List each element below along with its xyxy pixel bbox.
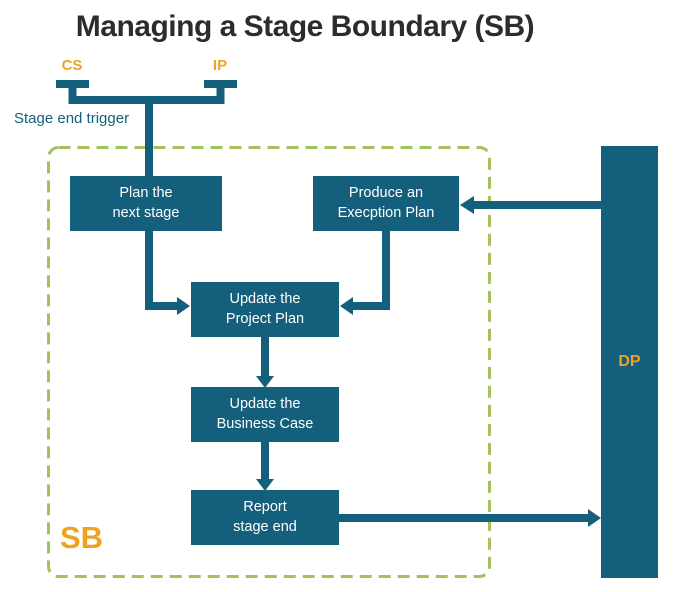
- dp-bar: DP: [601, 146, 658, 578]
- arrowhead-left-icon: [460, 196, 474, 214]
- arrow-report-to-dp: [339, 509, 601, 527]
- node-text-line: Update the: [229, 396, 301, 413]
- dp-label: DP: [618, 353, 641, 370]
- node-text-line: Project Plan: [225, 310, 305, 327]
- arrowhead-right-icon: [588, 509, 601, 527]
- label-ip: IP: [212, 57, 228, 74]
- node-update-business-case: Update the Business Case: [191, 387, 339, 442]
- arrow-project-plan-to-business-case: [256, 337, 274, 388]
- node-report-stage-end: Report stage end: [191, 490, 339, 545]
- node-text-line: next stage: [112, 204, 180, 221]
- arrow-business-case-to-report: [256, 442, 274, 491]
- label-cs: CS: [61, 57, 83, 74]
- node-text-line: Report: [243, 499, 287, 516]
- node-produce-exception-plan: Produce an Execption Plan: [313, 176, 459, 231]
- sb-boundary-dashed-border: [47, 146, 491, 578]
- node-text-line: Execption Plan: [337, 204, 435, 221]
- node-text-line: Plan the: [119, 185, 173, 202]
- arrowhead-down-icon: [256, 376, 274, 388]
- sb-boundary-label: SB: [60, 520, 104, 555]
- page-title: Managing a Stage Boundary (SB): [75, 10, 535, 43]
- bracket-connector: [68, 84, 225, 104]
- node-plan-next-stage: Plan the next stage: [70, 176, 222, 231]
- node-text-line: stage end: [233, 518, 297, 535]
- arrowhead-left-icon: [340, 297, 353, 315]
- arrow-dp-to-produce-exception-plan: [460, 196, 601, 214]
- node-text-line: Update the: [229, 291, 301, 308]
- stage-end-trigger-label: Stage end trigger: [14, 110, 130, 127]
- arrow-trigger-to-update-project-plan: [145, 100, 190, 315]
- node-update-project-plan: Update the Project Plan: [191, 282, 339, 337]
- node-text-line: Produce an: [348, 185, 424, 202]
- trigger-drop-line: [145, 100, 177, 310]
- cs-ip-bracket: [56, 80, 237, 104]
- exception-drop-line: [353, 230, 390, 310]
- arrowhead-right-icon: [177, 297, 190, 315]
- arrowhead-down-icon: [256, 479, 274, 491]
- node-text-line: Business Case: [216, 415, 314, 432]
- arrow-exception-to-update-project-plan: [340, 230, 390, 315]
